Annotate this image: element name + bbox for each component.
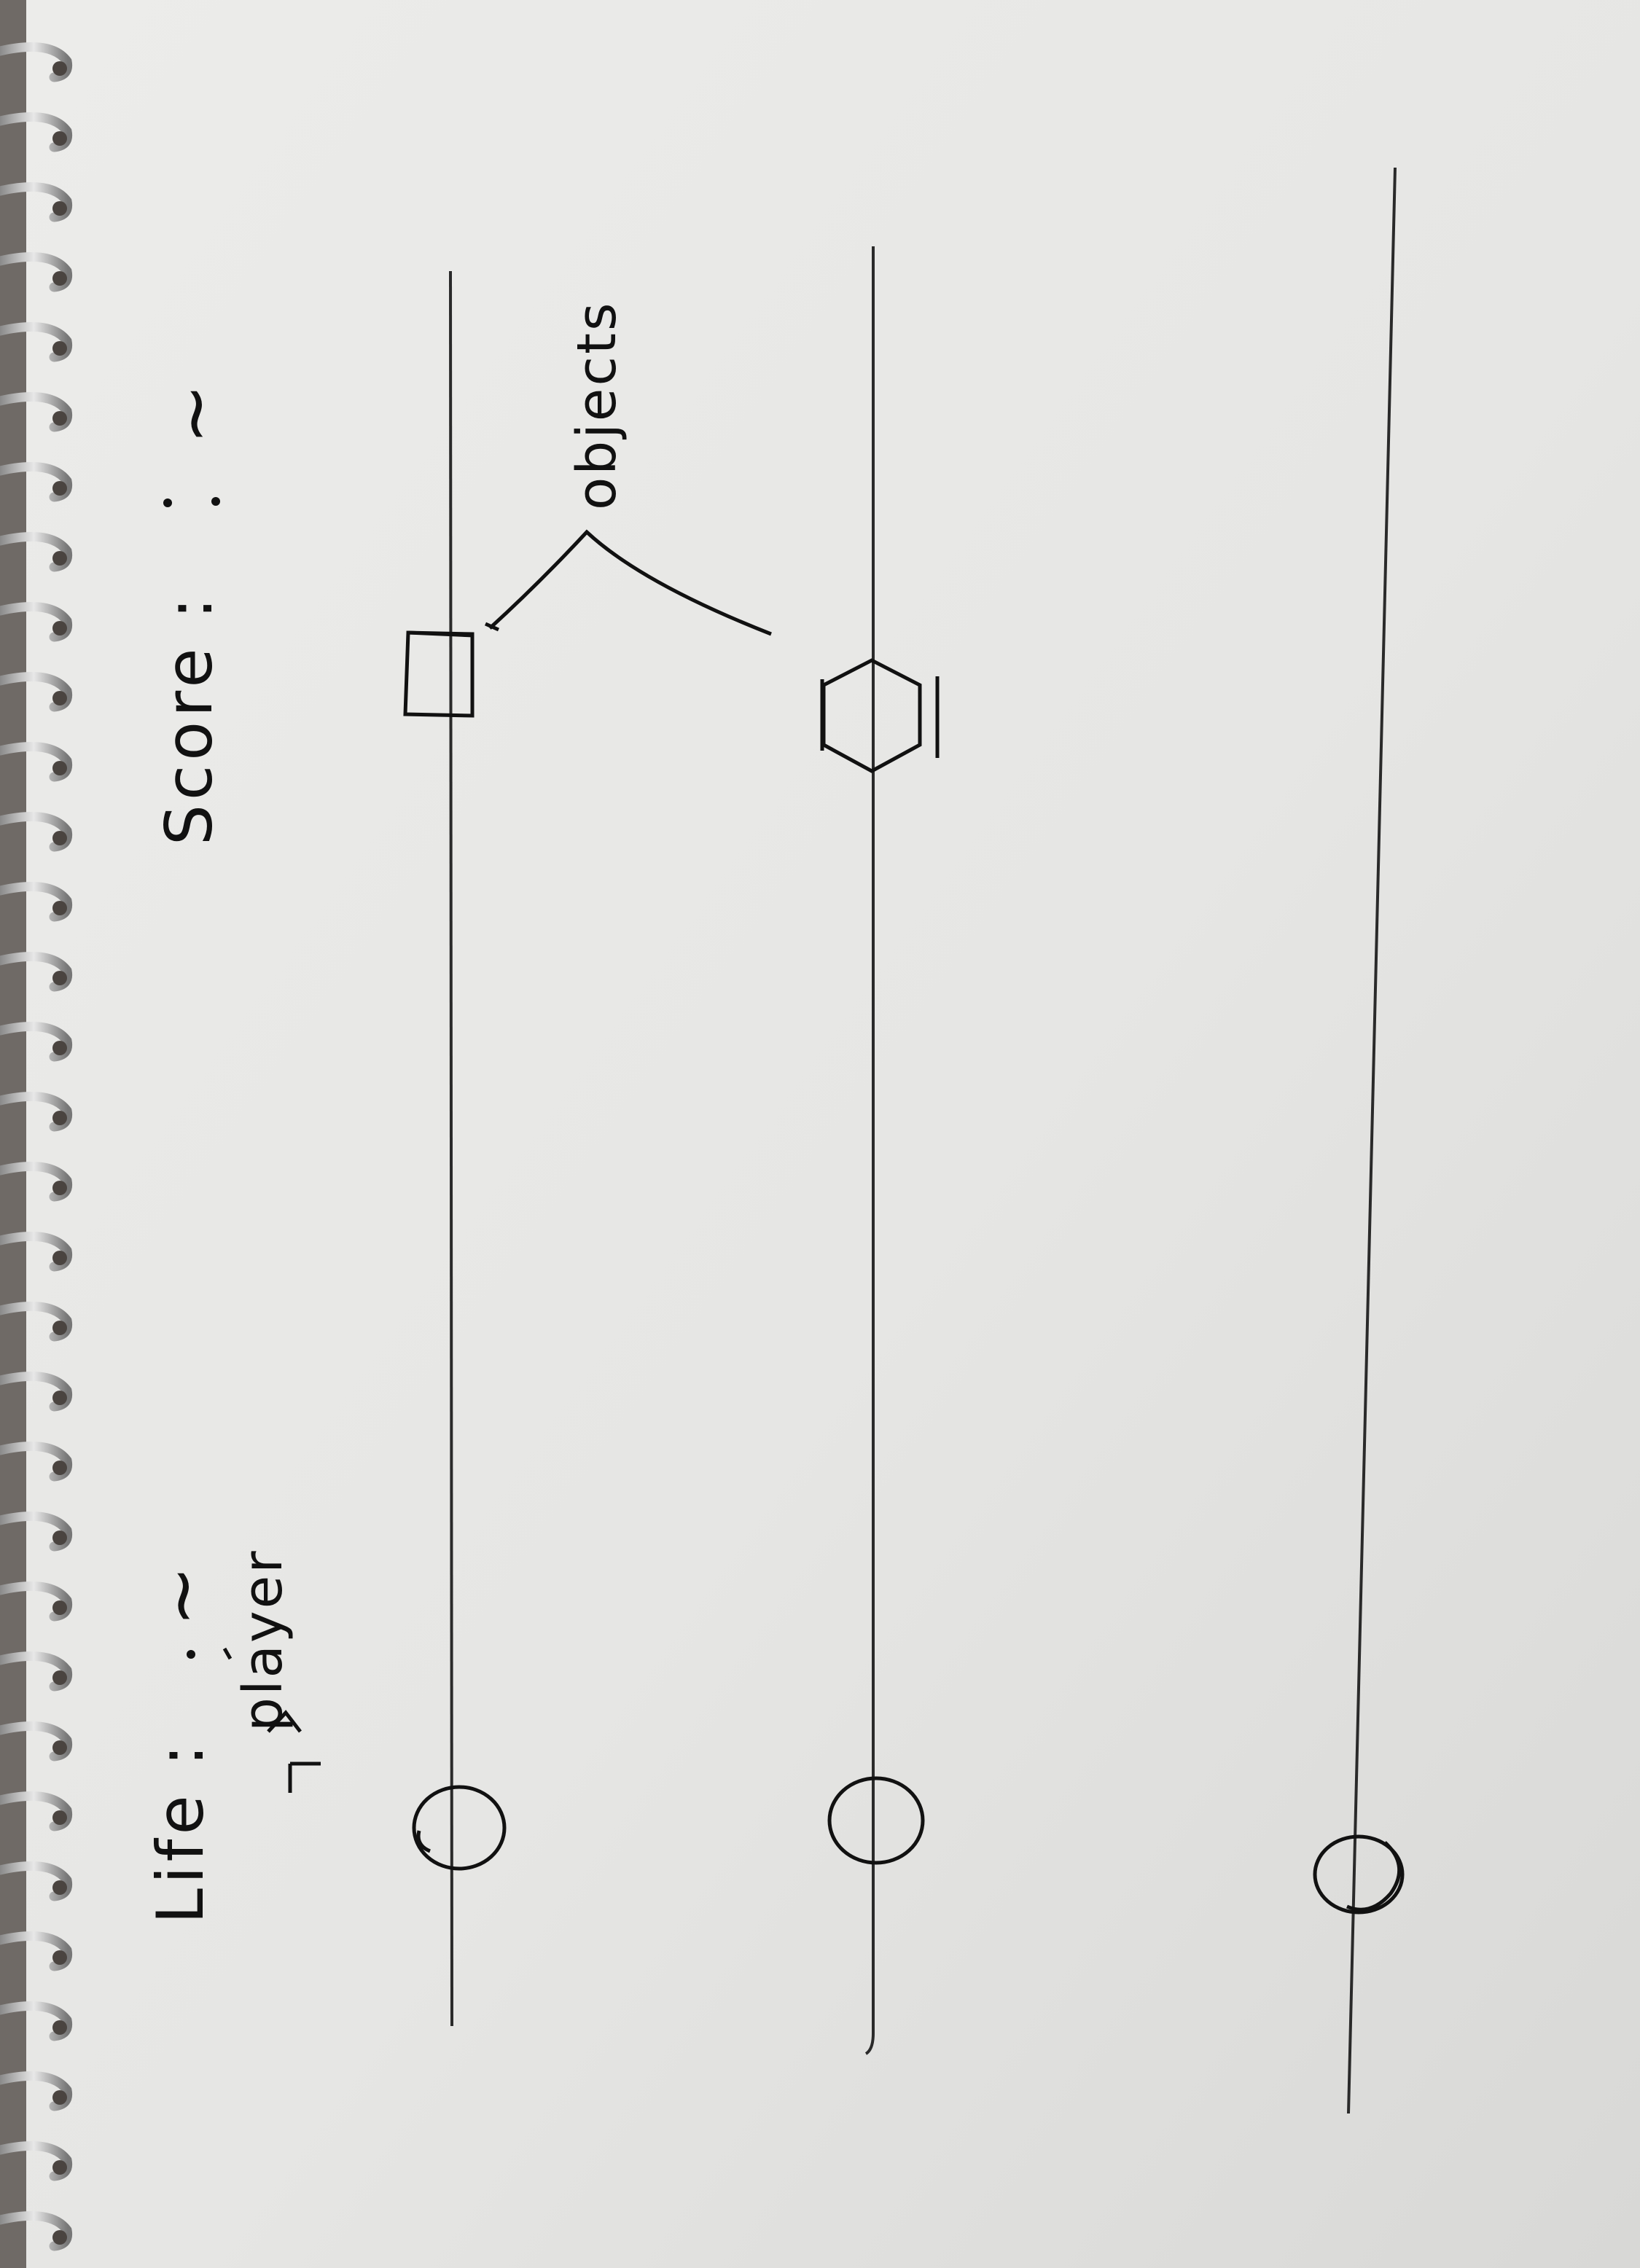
spiral-hole	[52, 901, 67, 915]
spiral-hole	[52, 1460, 67, 1475]
spiral-hole	[52, 1041, 67, 1055]
object-hexagon-icon	[820, 658, 940, 773]
score-value: ~	[152, 379, 237, 445]
spiral-hole	[52, 1810, 67, 1825]
bracket-tick	[484, 622, 500, 632]
object-square-icon	[403, 630, 475, 718]
objects-annotation: objects	[566, 300, 628, 510]
spiral-hole	[52, 1391, 67, 1405]
spiral-hole	[52, 2090, 67, 2105]
spiral-hole	[52, 481, 67, 496]
lane-line-3	[1347, 167, 1397, 2114]
spiral-hole	[52, 1321, 67, 1335]
spiral-hole	[52, 1950, 67, 1965]
spiral-hole	[52, 2160, 67, 2175]
spiral-hole	[52, 831, 67, 845]
objects-bracket	[488, 529, 772, 636]
lane-line-2	[864, 246, 875, 2055]
player-circle-icon-lane-3	[1313, 1834, 1405, 1915]
score-colon-marks	[163, 497, 220, 507]
spiral-hole	[52, 271, 67, 286]
lane-line-1	[449, 270, 453, 2027]
spiral-hole	[52, 61, 67, 76]
player-annotation: player	[232, 1549, 294, 1732]
spiral-hole	[52, 1111, 67, 1125]
spiral-hole	[52, 1530, 67, 1545]
spiral-hole	[52, 1181, 67, 1195]
spiral-hole	[52, 2020, 67, 2035]
spiral-backing	[0, 0, 26, 2268]
spiral-hole	[52, 341, 67, 356]
spiral-hole	[52, 621, 67, 636]
spiral-hole	[52, 1251, 67, 1265]
spiral-hole	[52, 2230, 67, 2245]
spiral-hole	[52, 201, 67, 216]
player-circle-icon-lane-2	[827, 1776, 925, 1865]
spiral-hole	[52, 1880, 67, 1895]
life-colon-marks	[187, 1647, 233, 1660]
spiral-binding	[0, 0, 73, 2268]
life-label: Life :	[143, 1740, 218, 1924]
spiral-hole	[52, 551, 67, 566]
spiral-hole	[52, 1600, 67, 1615]
spiral-hole	[52, 1670, 67, 1685]
spiral-hole	[52, 971, 67, 985]
spiral-hole	[52, 691, 67, 705]
life-value: ~	[138, 1561, 224, 1627]
spiral-hole	[52, 761, 67, 775]
spiral-hole	[52, 131, 67, 146]
spiral-hole	[52, 1740, 67, 1755]
score-label: Score :	[152, 593, 227, 845]
player-arrow-icon	[267, 1710, 321, 1793]
spiral-hole	[52, 411, 67, 426]
player-circle-icon-lane-1	[412, 1785, 507, 1871]
